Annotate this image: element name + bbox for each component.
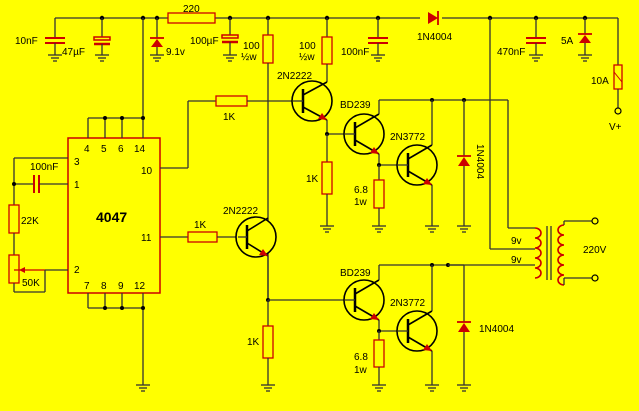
label-1k-bot: 1K bbox=[247, 337, 260, 348]
transistor-2n2222-bot bbox=[235, 216, 277, 258]
label-2n3772-top: 2N3772 bbox=[390, 132, 425, 143]
capacitor-10nf bbox=[45, 18, 65, 62]
diode-5a bbox=[578, 18, 592, 62]
label-220v: 220V bbox=[583, 245, 607, 256]
label-vplus: V+ bbox=[609, 122, 622, 133]
label-1n4004-mid: 1N4004 bbox=[474, 144, 485, 179]
transistor-bd239-top bbox=[343, 113, 385, 155]
resistor-100-left bbox=[262, 34, 274, 64]
timing-network bbox=[8, 157, 68, 293]
label-r100a: 100 bbox=[243, 41, 260, 52]
label-6r8-top: 6.8 bbox=[354, 185, 368, 196]
label-r100b-w: ½w bbox=[299, 52, 315, 63]
label-9v-a: 9v bbox=[511, 236, 522, 247]
label-10nf: 10nF bbox=[15, 36, 38, 47]
resistor-100-right bbox=[321, 36, 333, 65]
label-1n4004-top: 1N4004 bbox=[417, 32, 452, 43]
label-r100a-w: ½w bbox=[241, 52, 257, 63]
label-zener: 9.1v bbox=[166, 47, 185, 58]
resistor-6r8-top bbox=[373, 179, 385, 209]
label-2n2222-top: 2N2222 bbox=[277, 71, 312, 82]
diode-bot bbox=[457, 265, 471, 392]
resistor-1k-mid bbox=[321, 161, 333, 195]
label-r100b: 100 bbox=[299, 41, 316, 52]
svg-text:8: 8 bbox=[101, 281, 107, 292]
capacitor-100uf bbox=[221, 18, 239, 62]
svg-text:9: 9 bbox=[118, 281, 124, 292]
label-6r8-top-w: 1w bbox=[354, 197, 368, 208]
resistor-6r8-bot bbox=[373, 339, 385, 368]
label-1k-bot-in: 1K bbox=[194, 220, 207, 231]
svg-text:2: 2 bbox=[74, 265, 80, 276]
label-1k-mid: 1K bbox=[306, 174, 319, 185]
svg-text:11: 11 bbox=[141, 233, 152, 244]
vplus-terminal bbox=[614, 107, 622, 115]
transformer bbox=[448, 18, 599, 286]
resistor-1k-bot bbox=[262, 325, 274, 359]
resistor-220 bbox=[167, 12, 216, 24]
label-22k: 22K bbox=[21, 216, 39, 227]
svg-text:12: 12 bbox=[134, 281, 146, 292]
transistor-bd239-bot bbox=[343, 279, 385, 321]
label-bd239-bot: BD239 bbox=[340, 268, 371, 279]
ic-title: 4047 bbox=[96, 209, 127, 225]
svg-text:3: 3 bbox=[74, 157, 80, 168]
label-2n2222-bot: 2N2222 bbox=[223, 206, 258, 217]
label-9v-b: 9v bbox=[511, 255, 522, 266]
label-50k: 50K bbox=[22, 278, 40, 289]
resistor-1k-top bbox=[215, 95, 248, 107]
svg-text:7: 7 bbox=[84, 281, 90, 292]
label-6r8-bot-w: 1w bbox=[354, 365, 368, 376]
label-100nf-top: 100nF bbox=[341, 47, 369, 58]
capacitor-100nf-top bbox=[368, 18, 388, 62]
svg-text:14: 14 bbox=[134, 144, 146, 155]
diode-top bbox=[428, 11, 439, 25]
svg-text:1: 1 bbox=[74, 180, 80, 191]
label-220: 220 bbox=[183, 4, 200, 15]
label-100nf-timing: 100nF bbox=[30, 162, 58, 173]
resistor-1k-bot-in bbox=[187, 231, 218, 243]
zener-diode bbox=[150, 18, 164, 62]
label-1k-top: 1K bbox=[223, 112, 236, 123]
transistor-2n3772-top bbox=[396, 144, 438, 186]
label-470nf: 470nF bbox=[497, 47, 525, 58]
svg-text:4: 4 bbox=[84, 144, 90, 155]
ic-4047: 4047 4 5 6 14 3 1 2 10 11 7 8 9 12 bbox=[67, 116, 161, 392]
label-2n3772-bot: 2N3772 bbox=[390, 298, 425, 309]
label-47uf: 47µF bbox=[62, 47, 85, 58]
svg-text:6: 6 bbox=[118, 144, 124, 155]
label-100uf: 100µF bbox=[190, 36, 219, 47]
label-5a: 5A bbox=[561, 36, 574, 47]
label-6r8-bot: 6.8 bbox=[354, 352, 368, 363]
capacitor-470nf bbox=[526, 18, 546, 62]
svg-text:10: 10 bbox=[141, 166, 153, 177]
capacitor-47uf bbox=[93, 18, 111, 62]
label-10a: 10A bbox=[591, 76, 609, 87]
label-1n4004-bot: 1N4004 bbox=[479, 324, 514, 335]
label-bd239-top: BD239 bbox=[340, 100, 371, 111]
top-rail bbox=[55, 15, 618, 21]
transistor-2n2222-top bbox=[291, 80, 333, 122]
transistor-2n3772-bot bbox=[396, 310, 438, 352]
svg-text:5: 5 bbox=[101, 144, 107, 155]
diode-mid bbox=[457, 100, 471, 233]
